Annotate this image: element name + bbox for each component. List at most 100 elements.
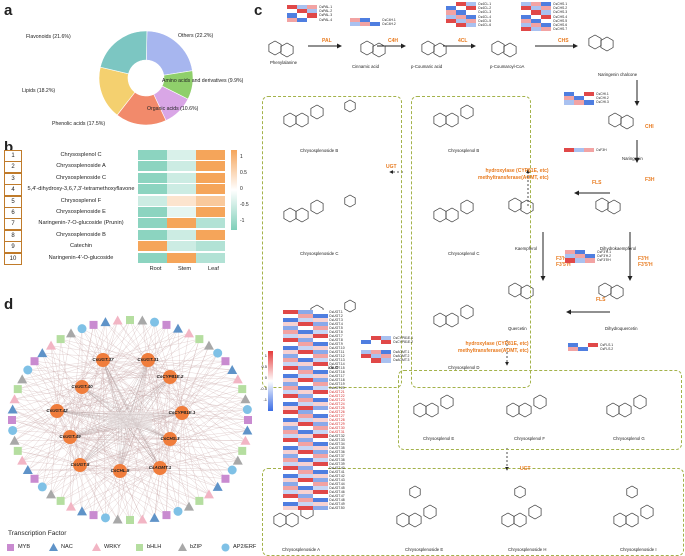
- network-edge: [56, 328, 179, 412]
- network-edge: [169, 345, 210, 440]
- enzyme-4cl: 4CL: [458, 38, 468, 44]
- tf-node-triangle: [37, 348, 48, 358]
- network-edge: [169, 376, 248, 431]
- network-edge: [56, 333, 72, 412]
- ugt-cell: [283, 438, 298, 442]
- metabolite-dihydroquercetin: Dihydroquercetin: [605, 326, 638, 331]
- network-edge: [27, 369, 171, 378]
- network-edge: [70, 412, 183, 507]
- ugt-cell: [298, 350, 313, 354]
- compound-index: 10: [4, 252, 22, 265]
- enzyme-f3h: F3H: [645, 177, 655, 183]
- network-edge: [169, 345, 210, 378]
- heatmap-cell: [196, 161, 225, 172]
- heatmap-cell: [196, 241, 225, 252]
- compound-index: 2: [4, 161, 22, 174]
- network-edge: [125, 424, 161, 469]
- ugt-cell: [283, 506, 298, 510]
- network-edge: [102, 359, 249, 421]
- ugt-cell: [298, 326, 313, 330]
- network-edge: [56, 410, 249, 421]
- network-edge: [50, 345, 58, 412]
- ugt-gene: CsUGT.46: [329, 490, 345, 494]
- tf-node-triangle: [9, 394, 20, 404]
- network-edge: [93, 376, 171, 516]
- tf-node-square: [162, 511, 171, 520]
- ugt-cell: [298, 310, 313, 314]
- enzyme-hydroxylase-1: hydroxylase (CYP81E, etc) methyltransfer…: [478, 168, 549, 181]
- network-edge: [12, 410, 58, 431]
- hub-label: CsCHL.5: [110, 468, 130, 473]
- ugt-gene: CsUGT.17: [329, 374, 345, 378]
- ugt-cell: [283, 370, 298, 374]
- hub-label: CsUGT.31: [137, 357, 159, 362]
- network-edge: [14, 399, 183, 414]
- legend-swatch: [7, 544, 14, 551]
- ugt-gene: CsUGT.38: [329, 458, 345, 462]
- ugt-cell: [298, 506, 313, 510]
- network-edge: [11, 376, 171, 421]
- ring: [607, 199, 621, 215]
- ring: [408, 512, 422, 528]
- ugt-scale-tick: 0.5: [261, 364, 267, 369]
- ring: [508, 282, 522, 298]
- network-edge: [50, 345, 121, 472]
- ugt-cell: [298, 366, 313, 370]
- ring: [310, 199, 324, 215]
- network-edge: [34, 361, 71, 438]
- heatmap-cell: [196, 150, 225, 160]
- ring: [588, 34, 602, 50]
- ring: [625, 512, 639, 528]
- network-edge: [14, 386, 83, 400]
- tf-node-triangle: [7, 404, 18, 414]
- ring: [626, 485, 638, 499]
- heatmap-cell: [138, 195, 167, 206]
- ugt-cell: [283, 326, 298, 330]
- ring: [423, 504, 437, 520]
- network-edge: [12, 430, 171, 440]
- network-edge: [159, 440, 246, 469]
- network-edge: [70, 470, 121, 507]
- tf-node-circle: [150, 317, 160, 327]
- ugt-cell: [313, 378, 328, 382]
- network-edge: [81, 322, 155, 388]
- tf-node-circle: [173, 506, 183, 516]
- compound-index: 5: [4, 195, 22, 208]
- network-edge: [42, 359, 104, 487]
- tf-node-triangle: [77, 506, 88, 516]
- heatmap-cell: [167, 218, 196, 229]
- network-edge: [169, 438, 246, 441]
- network-edge: [56, 320, 118, 412]
- ugt-cell: [298, 422, 313, 426]
- network-edge: [69, 409, 248, 438]
- ugt-gene: CsUGT.44: [329, 482, 345, 486]
- network-edge: [51, 345, 149, 361]
- network-edge: [117, 470, 121, 520]
- ugt-cell: [283, 430, 298, 434]
- ugt-gene: CsUGT.32: [329, 434, 345, 438]
- tf-node-square: [30, 357, 39, 366]
- ring: [533, 394, 547, 410]
- ugt-gene: CsUGT.24: [329, 402, 345, 406]
- network-edge: [22, 379, 171, 440]
- ring: [518, 402, 532, 418]
- ugt-scale-tick: 1: [264, 353, 267, 358]
- ugt-gene: CsUGT.9: [329, 342, 343, 346]
- tf-node-triangle: [184, 328, 194, 338]
- network-edge: [69, 436, 72, 507]
- network-edge: [142, 467, 161, 520]
- ring: [633, 394, 647, 410]
- ugt-gene: CsUGT.27: [329, 414, 345, 418]
- ugt-cell: [298, 342, 313, 346]
- bottom-i: Chrysosplenoside I: [620, 547, 657, 552]
- network-edge: [169, 376, 246, 441]
- middle-g: Chrysosplenol G: [613, 436, 645, 441]
- middle-e: Chrysosplenol E: [423, 436, 455, 441]
- bottom-e: Chrysosplenoside E: [405, 547, 444, 552]
- network-edge: [81, 386, 131, 416]
- ugt-gene: CsUGT.14: [329, 362, 345, 366]
- enzyme-chi: CHI: [645, 124, 654, 130]
- network-edge: [181, 353, 218, 414]
- ugt-cell: [298, 382, 313, 386]
